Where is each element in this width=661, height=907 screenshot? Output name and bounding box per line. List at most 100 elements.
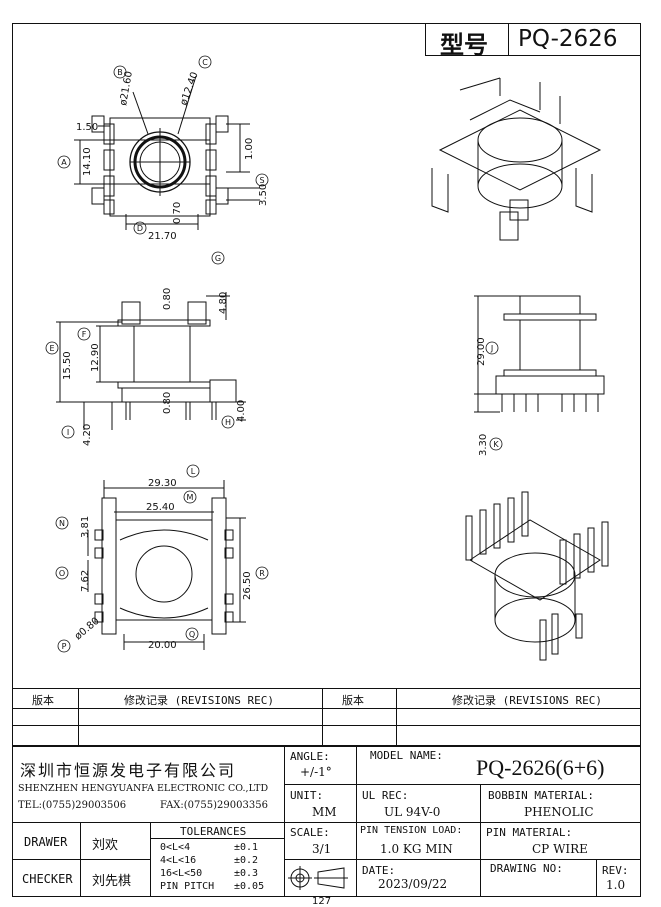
isometric-view-top <box>431 77 602 241</box>
dim-text: 20.00 <box>148 640 177 651</box>
revisions-table: 版本 修改记录 (REVISIONS REC) 版本 修改记录 (REVISIO… <box>12 688 641 745</box>
rev-col-version-2: 版本 <box>342 694 364 707</box>
pin-tension-value: 1.0 KG MIN <box>380 842 453 856</box>
label-r: R <box>255 566 269 580</box>
dim-text: 12.90 <box>90 343 101 372</box>
date-label: DATE: <box>362 864 396 877</box>
dim-text: 29.00 <box>476 337 487 366</box>
ul-rec-value: UL 94V-0 <box>384 805 441 819</box>
svg-text:B: B <box>117 68 123 77</box>
front-view-right <box>474 295 605 413</box>
svg-text:D: D <box>137 224 143 233</box>
bobbin-material-value: PHENOLIC <box>524 805 594 819</box>
checker-name: 刘先棋 <box>92 874 132 889</box>
isometric-view-bottom <box>465 491 609 661</box>
model-header-label: 型号 <box>440 31 488 59</box>
label-j: J <box>485 341 499 355</box>
rev-label: REV: <box>602 864 629 877</box>
label-g: G <box>211 251 225 265</box>
pin-material-value: CP WIRE <box>532 842 588 856</box>
drawer-label: DRAWER <box>24 835 68 849</box>
dim-text: 3.81 <box>80 516 91 538</box>
svg-text:C: C <box>202 58 208 67</box>
page-number: 127 <box>312 896 332 907</box>
dim-text: 3.30 <box>478 434 489 456</box>
dim-text: 0.80 <box>162 288 173 310</box>
bottom-view <box>87 480 246 650</box>
projection-symbol-icon <box>288 866 348 890</box>
dim-text: 1.50 <box>76 122 98 133</box>
dim-text: 25.40 <box>146 502 175 513</box>
dim-text: 3.50 <box>258 184 269 206</box>
svg-text:M: M <box>187 493 194 502</box>
label-s: S <box>255 173 269 187</box>
scale-label: SCALE: <box>290 826 330 839</box>
svg-text:F: F <box>82 330 87 339</box>
label-h: H <box>221 415 235 429</box>
dim-text: 7.62 <box>80 570 91 592</box>
tolerance-row: PIN PITCH ±0.05 <box>160 881 265 892</box>
label-o: O <box>55 566 69 580</box>
rev-col-version-1: 版本 <box>32 694 54 707</box>
dim-text: 1.00 <box>244 138 255 160</box>
dim-text: 14.10 <box>82 147 93 176</box>
svg-text:H: H <box>225 418 231 427</box>
dim-text: 21.70 <box>148 231 177 242</box>
label-q: Q <box>185 627 199 641</box>
dim-text: 0.80 <box>162 392 173 414</box>
bobbin-material-label: BOBBIN MATERIAL: <box>488 789 594 802</box>
svg-text:Q: Q <box>189 630 195 639</box>
angle-label: ANGLE: <box>290 750 330 763</box>
model-name-label: MODEL NAME: <box>370 749 443 762</box>
side-view <box>56 292 246 430</box>
label-i: I <box>61 425 75 439</box>
dim-text: 4.20 <box>82 424 93 446</box>
label-m: M <box>183 490 197 504</box>
drawing-no-label: DRAWING NO: <box>490 862 563 875</box>
top-view-body <box>109 117 211 217</box>
label-p: P <box>57 639 71 653</box>
svg-text:E: E <box>49 344 54 353</box>
dim-text: 26.50 <box>242 571 253 600</box>
svg-text:R: R <box>259 569 265 578</box>
unit-label: UNIT: <box>290 789 324 802</box>
company-tel: TEL:(0755)29003506 <box>18 800 127 811</box>
model-header-value: PQ-2626 <box>518 26 618 52</box>
dim-text: 29.30 <box>148 478 177 489</box>
rev-col-record-2: 修改记录 (REVISIONS REC) <box>452 694 602 707</box>
checker-label: CHECKER <box>22 872 73 886</box>
svg-text:I: I <box>67 428 69 437</box>
label-n: N <box>55 516 69 530</box>
drawing-frame <box>12 23 641 897</box>
model-header: 型号 PQ-2626 <box>425 23 641 59</box>
tolerances-table: 0<L<4 ±0.1 4<L<16 ±0.2 16<L<50 ±0.3 PIN … <box>160 842 282 894</box>
dim-text: 4.00 <box>236 400 247 422</box>
svg-text:K: K <box>493 440 499 449</box>
model-name-value: PQ-2626(6+6) <box>476 755 605 780</box>
svg-text:N: N <box>59 519 65 528</box>
tolerances-label: TOLERANCES <box>180 825 247 838</box>
dim-text: 0.70 <box>172 202 183 224</box>
angle-value: +/-1° <box>300 765 332 779</box>
dim-text: ø0.80 <box>73 616 102 643</box>
rev-col-record-1: 修改记录 (REVISIONS REC) <box>124 694 274 707</box>
company-name-cn: 深圳市恒源发电子有限公司 <box>20 761 237 780</box>
company-fax: FAX:(0755)29003356 <box>160 800 268 811</box>
svg-text:A: A <box>61 158 67 167</box>
unit-value: MM <box>312 805 337 819</box>
label-k: K <box>489 437 503 451</box>
label-c: C <box>198 55 212 69</box>
label-d: D <box>133 221 147 235</box>
label-b: B <box>113 65 127 79</box>
svg-text:G: G <box>215 254 221 263</box>
dim-text: ø12.40 <box>178 71 200 107</box>
dim-text: 4.80 <box>218 292 229 314</box>
svg-text:L: L <box>191 467 196 476</box>
pin-tension-label: PIN TENSION LOAD: <box>360 825 463 836</box>
drawer-name: 刘欢 <box>92 838 119 853</box>
tolerance-row: 4<L<16 ±0.2 <box>160 855 259 866</box>
technical-drawings: 1.50 14.10 ø21.60 ø12.40 1.00 3.50 0.70 … <box>45 55 609 661</box>
scale-value: 3/1 <box>312 842 332 856</box>
svg-text:O: O <box>59 569 65 578</box>
tolerance-row: 16<L<50 ±0.3 <box>160 868 259 879</box>
